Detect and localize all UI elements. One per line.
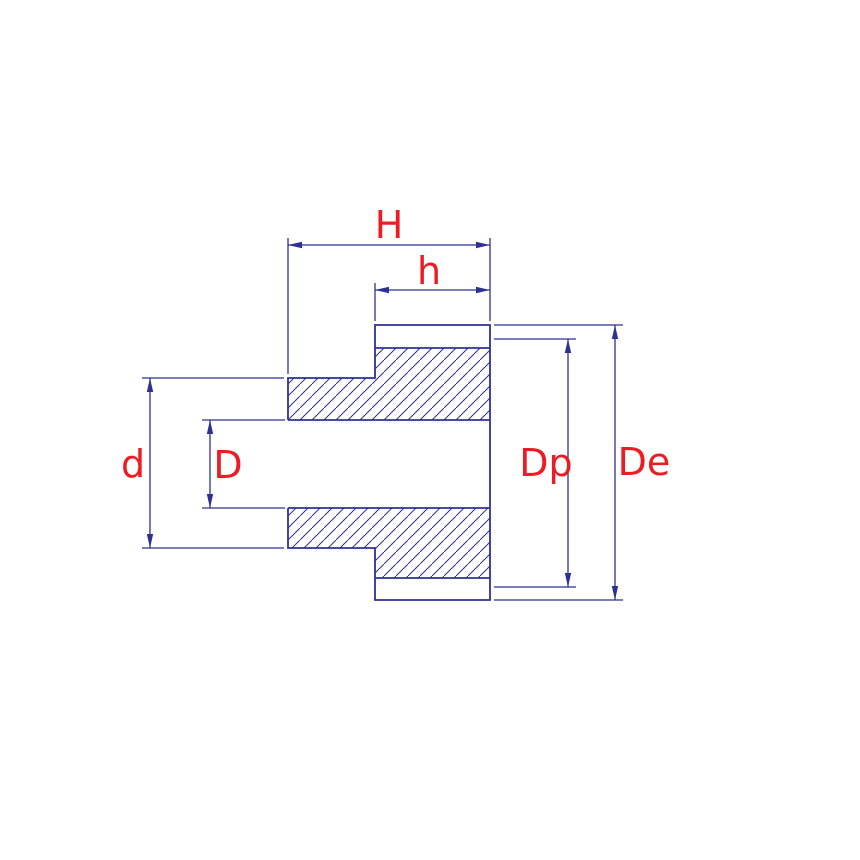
hatch-lower-rim-band [375, 548, 490, 578]
dimension-label-D: D [213, 443, 242, 487]
dimension-label-h: h [417, 249, 441, 293]
dimension-label-De: De [618, 440, 671, 484]
dimension-label-Dp: Dp [519, 441, 572, 485]
dimension-Dp: Dp [494, 338, 576, 588]
dimension-H: H [287, 203, 491, 374]
gear-outline [287, 324, 491, 601]
hatch-upper-hub-band [288, 378, 490, 420]
dimension-De: De [494, 324, 671, 601]
gear-silhouette [287, 324, 491, 601]
dimension-label-H: H [375, 203, 404, 247]
dimension-d: d [121, 377, 284, 549]
hatch-lower-hub-band [288, 508, 490, 548]
dimension-h: h [374, 249, 490, 321]
hatch-upper-rim-band [375, 348, 490, 378]
section-hatching [288, 348, 490, 578]
dimension-label-d: d [121, 442, 145, 486]
dimension-D: D [202, 419, 285, 509]
